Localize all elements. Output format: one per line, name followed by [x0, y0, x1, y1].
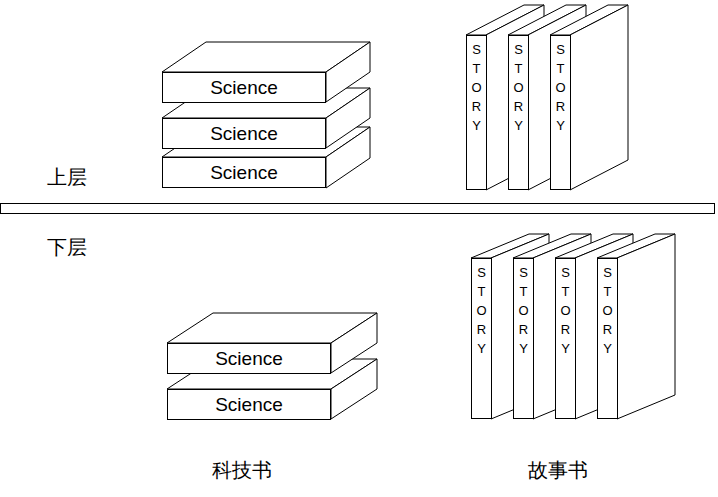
book-title: Science: [210, 77, 278, 99]
category-label: 故事书: [528, 457, 588, 484]
science-book-front: Science: [162, 157, 326, 188]
science-book-front: Science: [162, 72, 326, 103]
shelf-board: [1, 204, 715, 214]
book-cover: [570, 5, 628, 190]
story-book-spine: STORY: [508, 35, 529, 190]
book-spine-title: STORY: [517, 263, 530, 358]
book-cover: [617, 234, 675, 419]
book-side: [326, 42, 370, 102]
book-spine-title: STORY: [601, 263, 614, 358]
book-title: Science: [215, 394, 283, 416]
story-book-spine: STORY: [550, 35, 571, 190]
book-title: Science: [215, 348, 283, 370]
book-spine-title: STORY: [470, 40, 483, 135]
science-book-front: Science: [162, 118, 326, 149]
book-spine-title: STORY: [475, 263, 488, 358]
science-book-front: Science: [167, 389, 331, 420]
book-title: Science: [210, 162, 278, 184]
shelf-layer-label: 下层: [47, 234, 87, 261]
shelf-layer-label: 上层: [47, 164, 87, 191]
science-book-front: Science: [167, 343, 331, 374]
story-book-spine: STORY: [597, 258, 618, 419]
book-spine-title: STORY: [559, 263, 572, 358]
story-book-spine: STORY: [466, 35, 487, 190]
story-book-spine: STORY: [471, 258, 492, 419]
story-book-spine: STORY: [513, 258, 534, 419]
story-book-spine: STORY: [555, 258, 576, 419]
book-title: Science: [210, 123, 278, 145]
category-label: 科技书: [212, 457, 272, 484]
book-side: [331, 313, 377, 373]
book-spine-title: STORY: [554, 40, 567, 135]
book-spine-title: STORY: [512, 40, 525, 135]
